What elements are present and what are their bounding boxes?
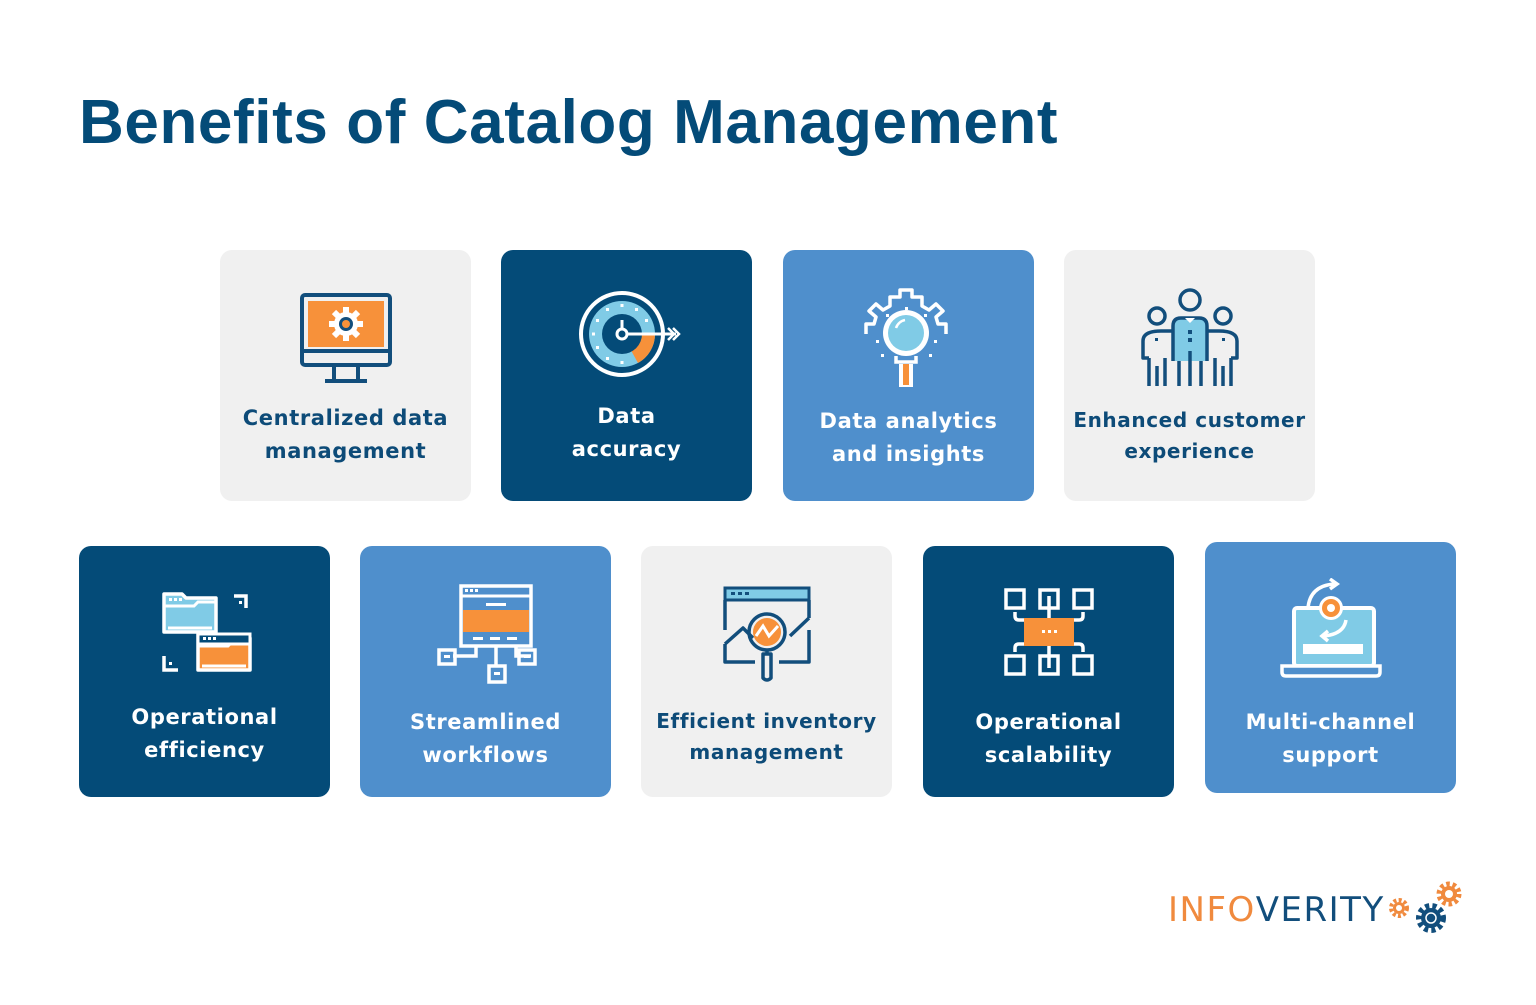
logo-word-verity: VERITY bbox=[1255, 890, 1385, 930]
benefit-label: Multi-channel support bbox=[1205, 706, 1456, 772]
benefit-label: Operational efficiency bbox=[79, 701, 330, 767]
benefit-card-data-accuracy: Data accuracy bbox=[501, 250, 752, 501]
label-line-1: Efficient inventory bbox=[656, 709, 877, 733]
label-line-2: experience bbox=[1124, 439, 1255, 463]
label-line-2: efficiency bbox=[144, 738, 265, 762]
magnifier-gear-icon bbox=[854, 286, 964, 390]
label-line-2: management bbox=[689, 740, 844, 764]
benefit-label: Data accuracy bbox=[501, 400, 752, 466]
workflow-sitemap-icon bbox=[431, 582, 541, 686]
benefit-label: Efficient inventory management bbox=[641, 706, 892, 768]
folders-transfer-icon bbox=[150, 582, 260, 686]
label-line-2: support bbox=[1282, 743, 1379, 767]
laptop-sync-icon bbox=[1276, 578, 1386, 682]
benefit-card-enhanced-customer-experience: Enhanced customer experience bbox=[1064, 250, 1315, 501]
benefit-label: Enhanced customer experience bbox=[1064, 405, 1315, 467]
browser-analytics-magnifier-icon bbox=[712, 582, 822, 686]
gears-icon bbox=[1388, 881, 1462, 933]
label-line-1: Multi-channel bbox=[1245, 710, 1416, 734]
label-line-2: workflows bbox=[422, 743, 549, 767]
label-line-2: accuracy bbox=[571, 437, 682, 461]
label-line-1: Operational bbox=[131, 705, 278, 729]
label-line-1: Data bbox=[597, 404, 656, 428]
label-line-1: Operational bbox=[975, 710, 1122, 734]
page-title: Benefits of Catalog Management bbox=[79, 88, 1059, 157]
benefit-label: Data analytics and insights bbox=[783, 405, 1034, 471]
label-line-1: Data analytics bbox=[819, 409, 998, 433]
benefit-label: Operational scalability bbox=[923, 706, 1174, 772]
label-line-1: Centralized data bbox=[242, 406, 449, 430]
benefit-card-centralized-data-management: Centralized data management bbox=[220, 250, 471, 501]
label-line-2: scalability bbox=[984, 743, 1113, 767]
network-nodes-icon bbox=[994, 582, 1104, 686]
label-line-2: and insights bbox=[831, 442, 986, 466]
benefit-card-multi-channel-support: Multi-channel support bbox=[1205, 542, 1456, 793]
logo-word-info: INFO bbox=[1168, 890, 1256, 930]
benefit-card-operational-scalability: Operational scalability bbox=[923, 546, 1174, 797]
target-dial-icon bbox=[572, 286, 682, 390]
benefit-label: Streamlined workflows bbox=[360, 706, 611, 772]
monitor-gear-icon bbox=[291, 286, 401, 390]
benefit-card-efficient-inventory-management: Efficient inventory management bbox=[641, 546, 892, 797]
benefit-label: Centralized data management bbox=[220, 402, 471, 468]
label-line-1: Streamlined bbox=[409, 710, 562, 734]
label-line-2: management bbox=[264, 439, 427, 463]
label-line-1: Enhanced customer bbox=[1073, 408, 1306, 432]
people-group-icon bbox=[1135, 286, 1245, 390]
benefit-card-data-analytics: Data analytics and insights bbox=[783, 250, 1034, 501]
benefit-card-operational-efficiency: Operational efficiency bbox=[79, 546, 330, 797]
benefit-card-streamlined-workflows: Streamlined workflows bbox=[360, 546, 611, 797]
